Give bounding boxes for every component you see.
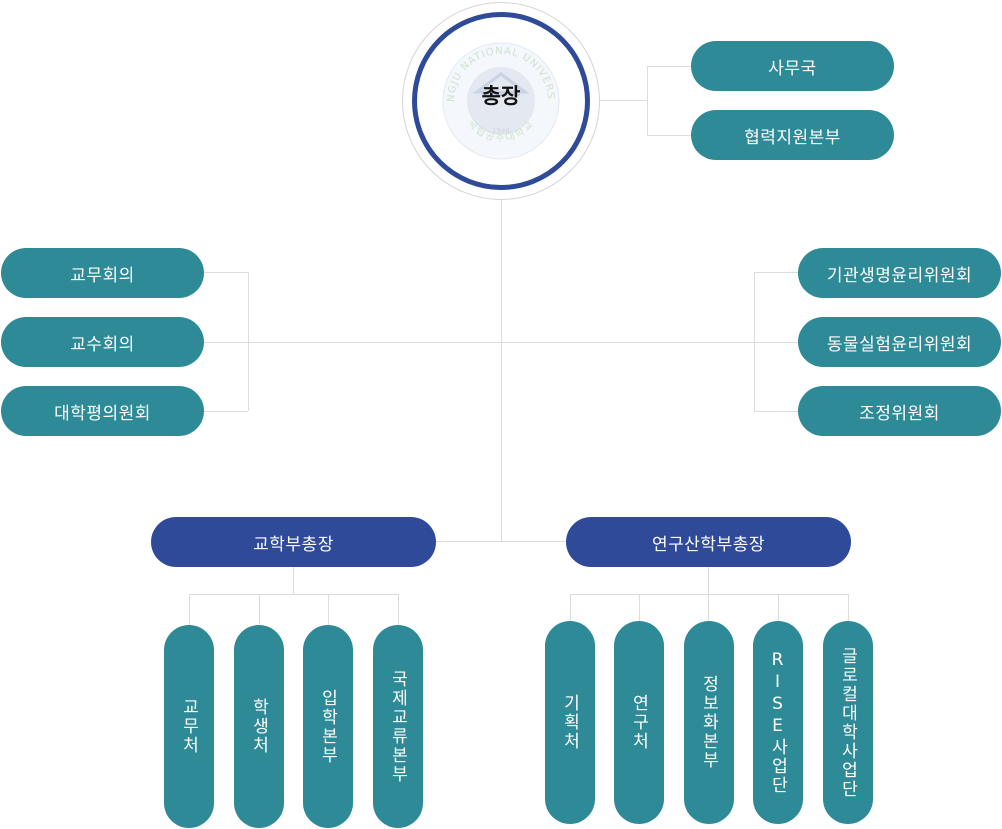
committee-node-label: 조정위원회: [859, 403, 940, 424]
council-node[interactable]: 교무회의: [1, 248, 204, 298]
staff-node[interactable]: 사무국: [691, 41, 894, 91]
committee-node-label: 기관생명윤리위원회: [826, 265, 973, 286]
university-emblem-icon: KONGJU NATIONAL UNIVERSITY 1948 국립공주대학교: [440, 40, 560, 160]
unit-node-label: 입학본부: [317, 688, 338, 765]
unit-node-label: 글로컬대학사업단: [837, 646, 858, 799]
vp1-drop: [293, 566, 294, 594]
unit-node[interactable]: 연구처: [614, 621, 664, 824]
unit-node-label: 기획처: [559, 694, 580, 751]
vp1-unit-drop-3: [328, 594, 329, 626]
left-bracket: [248, 272, 249, 411]
unit-node-label: 정보화본부: [698, 675, 719, 770]
right-branch-1: [754, 272, 799, 273]
unit-node[interactable]: 글로컬대학사업단: [823, 621, 873, 824]
committee-node[interactable]: 동물실험윤리위원회: [798, 317, 1001, 367]
staff-node-label: 사무국: [768, 58, 817, 79]
council-node[interactable]: 교수회의: [1, 317, 204, 367]
council-node-label: 대학평의원회: [54, 403, 151, 424]
vp2-unit-drop-5: [848, 594, 849, 622]
vice-president-node[interactable]: 연구산학부총장: [566, 517, 851, 567]
unit-node-label: RISE사업단: [767, 650, 788, 795]
vp2-unit-drop-2: [639, 594, 640, 622]
unit-node[interactable]: 정보화본부: [684, 621, 734, 824]
vp1-unit-drop-2: [259, 594, 260, 626]
unit-node[interactable]: 기획처: [545, 621, 595, 824]
vice-president-label: 교학부총장: [253, 534, 334, 555]
staff-branch-1: [647, 66, 691, 67]
vp1-unit-drop-1: [189, 594, 190, 626]
unit-node-label: 국제교류본부: [387, 669, 408, 784]
staff-branch-2: [647, 135, 691, 136]
president-staff-line: [600, 100, 647, 101]
staff-node-label: 협력지원본부: [744, 127, 841, 148]
vp1-unit-drop-4: [398, 594, 399, 626]
left-branch-1: [203, 272, 248, 273]
unit-node-label: 연구처: [628, 694, 649, 751]
council-node-label: 교수회의: [70, 334, 135, 355]
vp-join-line: [435, 541, 567, 542]
vice-president-node[interactable]: 교학부총장: [151, 517, 436, 567]
unit-node[interactable]: 국제교류본부: [373, 625, 423, 828]
council-node[interactable]: 대학평의원회: [1, 386, 204, 436]
unit-node-label: 학생처: [248, 698, 269, 755]
right-branch-3: [754, 411, 799, 412]
council-horizontal-line: [203, 342, 799, 343]
unit-node[interactable]: RISE사업단: [753, 621, 803, 824]
committee-node-label: 동물실험윤리위원회: [826, 334, 973, 355]
emblem-year: 1948: [492, 127, 510, 135]
staff-node[interactable]: 협력지원본부: [691, 110, 894, 160]
vp2-bar: [570, 594, 848, 595]
committee-node[interactable]: 조정위원회: [798, 386, 1001, 436]
vice-president-label: 연구산학부총장: [652, 534, 765, 555]
unit-node[interactable]: 교무처: [164, 625, 214, 828]
unit-node[interactable]: 학생처: [234, 625, 284, 828]
staff-bracket: [647, 66, 648, 135]
unit-node-label: 교무처: [178, 698, 199, 755]
unit-node[interactable]: 입학본부: [303, 625, 353, 828]
trunk-line: [501, 200, 502, 541]
vp1-bar: [189, 594, 398, 595]
vp2-unit-drop-4: [778, 594, 779, 622]
vp2-unit-drop-1: [570, 594, 571, 622]
vp2-drop: [708, 566, 709, 594]
council-node-label: 교무회의: [70, 265, 135, 286]
right-bracket: [754, 272, 755, 411]
committee-node[interactable]: 기관생명윤리위원회: [798, 248, 1001, 298]
vp2-unit-drop-3: [708, 594, 709, 622]
president-label[interactable]: 총장: [481, 84, 521, 108]
left-branch-3: [203, 411, 248, 412]
